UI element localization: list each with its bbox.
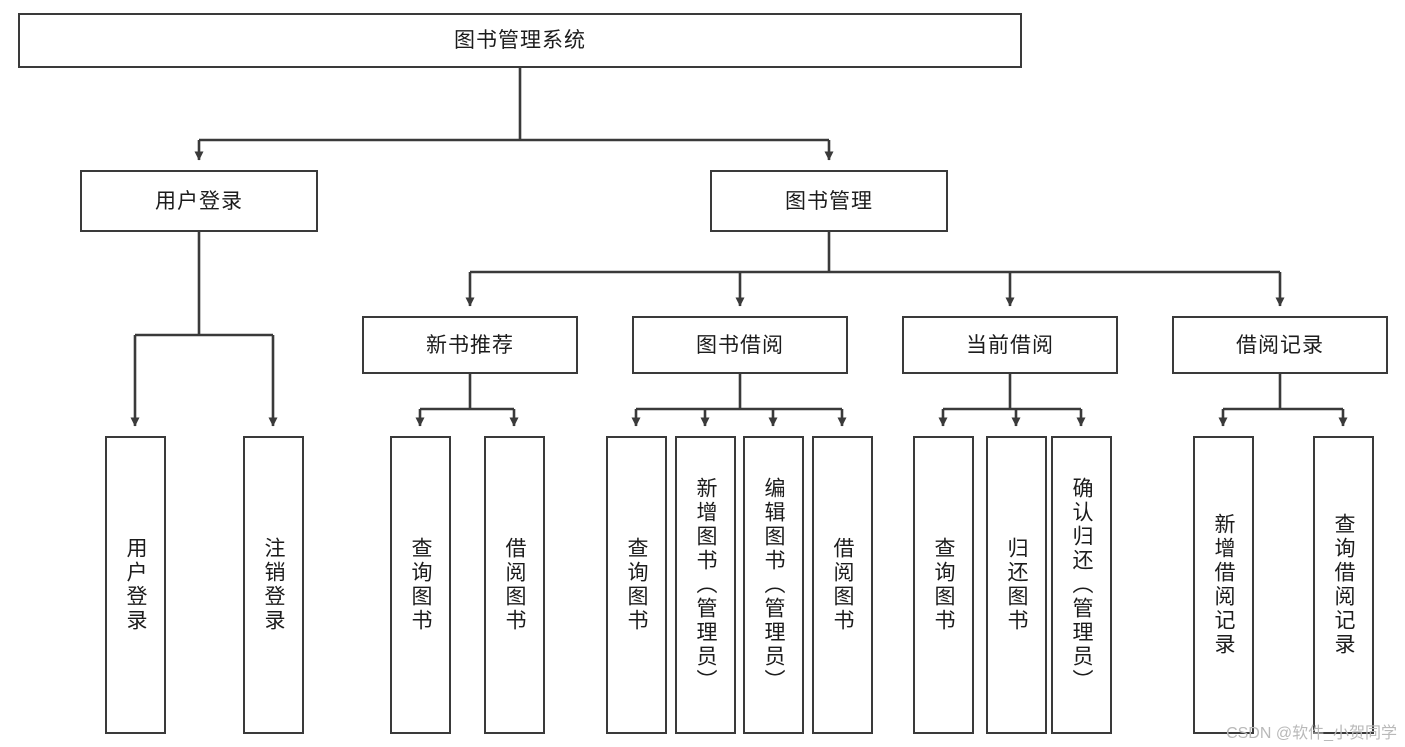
node-leaf-confirm-return[interactable]: 确认归还（管理员） [1051, 436, 1112, 734]
node-label-leaf-return-book: 归还图书 [1005, 537, 1028, 633]
node-book-borrow[interactable]: 图书借阅 [632, 316, 848, 374]
node-leaf-add-book[interactable]: 新增图书（管理员） [675, 436, 736, 734]
node-label-book-management: 图书管理 [785, 189, 873, 213]
node-label-leaf-query-book-1: 查询图书 [409, 537, 432, 633]
connector-root-to-level2 [194, 68, 834, 161]
node-label-leaf-user-login: 用户登录 [124, 537, 147, 633]
node-label-leaf-query-book-3: 查询图书 [932, 537, 955, 633]
node-label-root: 图书管理系统 [454, 29, 586, 52]
node-label-leaf-borrow-book-1: 借阅图书 [503, 537, 526, 633]
connector-bookmgmt-to-level3 [465, 232, 1285, 307]
node-root-system[interactable]: 图书管理系统 [18, 13, 1022, 68]
node-leaf-return-book[interactable]: 归还图书 [986, 436, 1047, 734]
node-leaf-borrow-book-2[interactable]: 借阅图书 [812, 436, 873, 734]
connector-bookborrow-to-leaves [631, 374, 847, 427]
node-label-leaf-edit-book: 编辑图书（管理员） [762, 477, 785, 693]
node-label-leaf-confirm-return: 确认归还（管理员） [1070, 477, 1093, 693]
connector-newbook-to-leaves [415, 374, 519, 427]
node-leaf-query-book-3[interactable]: 查询图书 [913, 436, 974, 734]
node-label-leaf-query-book-2: 查询图书 [625, 537, 648, 633]
node-label-borrow-record: 借阅记录 [1236, 333, 1324, 357]
node-user-login[interactable]: 用户登录 [80, 170, 318, 232]
node-leaf-query-record[interactable]: 查询借阅记录 [1313, 436, 1374, 734]
connector-borrowrecord-to-leaves [1218, 374, 1348, 427]
node-leaf-edit-book[interactable]: 编辑图书（管理员） [743, 436, 804, 734]
node-label-leaf-borrow-book-2: 借阅图书 [831, 537, 854, 633]
node-label-leaf-add-book: 新增图书（管理员） [694, 477, 717, 693]
node-label-current-borrow: 当前借阅 [966, 333, 1054, 357]
node-book-management[interactable]: 图书管理 [710, 170, 948, 232]
node-leaf-query-book-1[interactable]: 查询图书 [390, 436, 451, 734]
node-label-leaf-logout: 注销登录 [262, 537, 285, 633]
node-borrow-record[interactable]: 借阅记录 [1172, 316, 1388, 374]
node-label-user-login: 用户登录 [155, 189, 243, 213]
node-leaf-logout[interactable]: 注销登录 [243, 436, 304, 734]
node-label-leaf-query-record: 查询借阅记录 [1332, 513, 1355, 657]
node-leaf-borrow-book-1[interactable]: 借阅图书 [484, 436, 545, 734]
connector-currentborrow-to-leaves [938, 374, 1086, 427]
connector-userlogin-to-leaves [130, 232, 278, 427]
node-label-book-borrow: 图书借阅 [696, 333, 784, 357]
node-new-book-recommend[interactable]: 新书推荐 [362, 316, 578, 374]
node-leaf-add-record[interactable]: 新增借阅记录 [1193, 436, 1254, 734]
node-current-borrow[interactable]: 当前借阅 [902, 316, 1118, 374]
node-leaf-user-login[interactable]: 用户登录 [105, 436, 166, 734]
node-label-new-book-recommend: 新书推荐 [426, 333, 514, 357]
node-label-leaf-add-record: 新增借阅记录 [1212, 513, 1235, 657]
node-leaf-query-book-2[interactable]: 查询图书 [606, 436, 667, 734]
